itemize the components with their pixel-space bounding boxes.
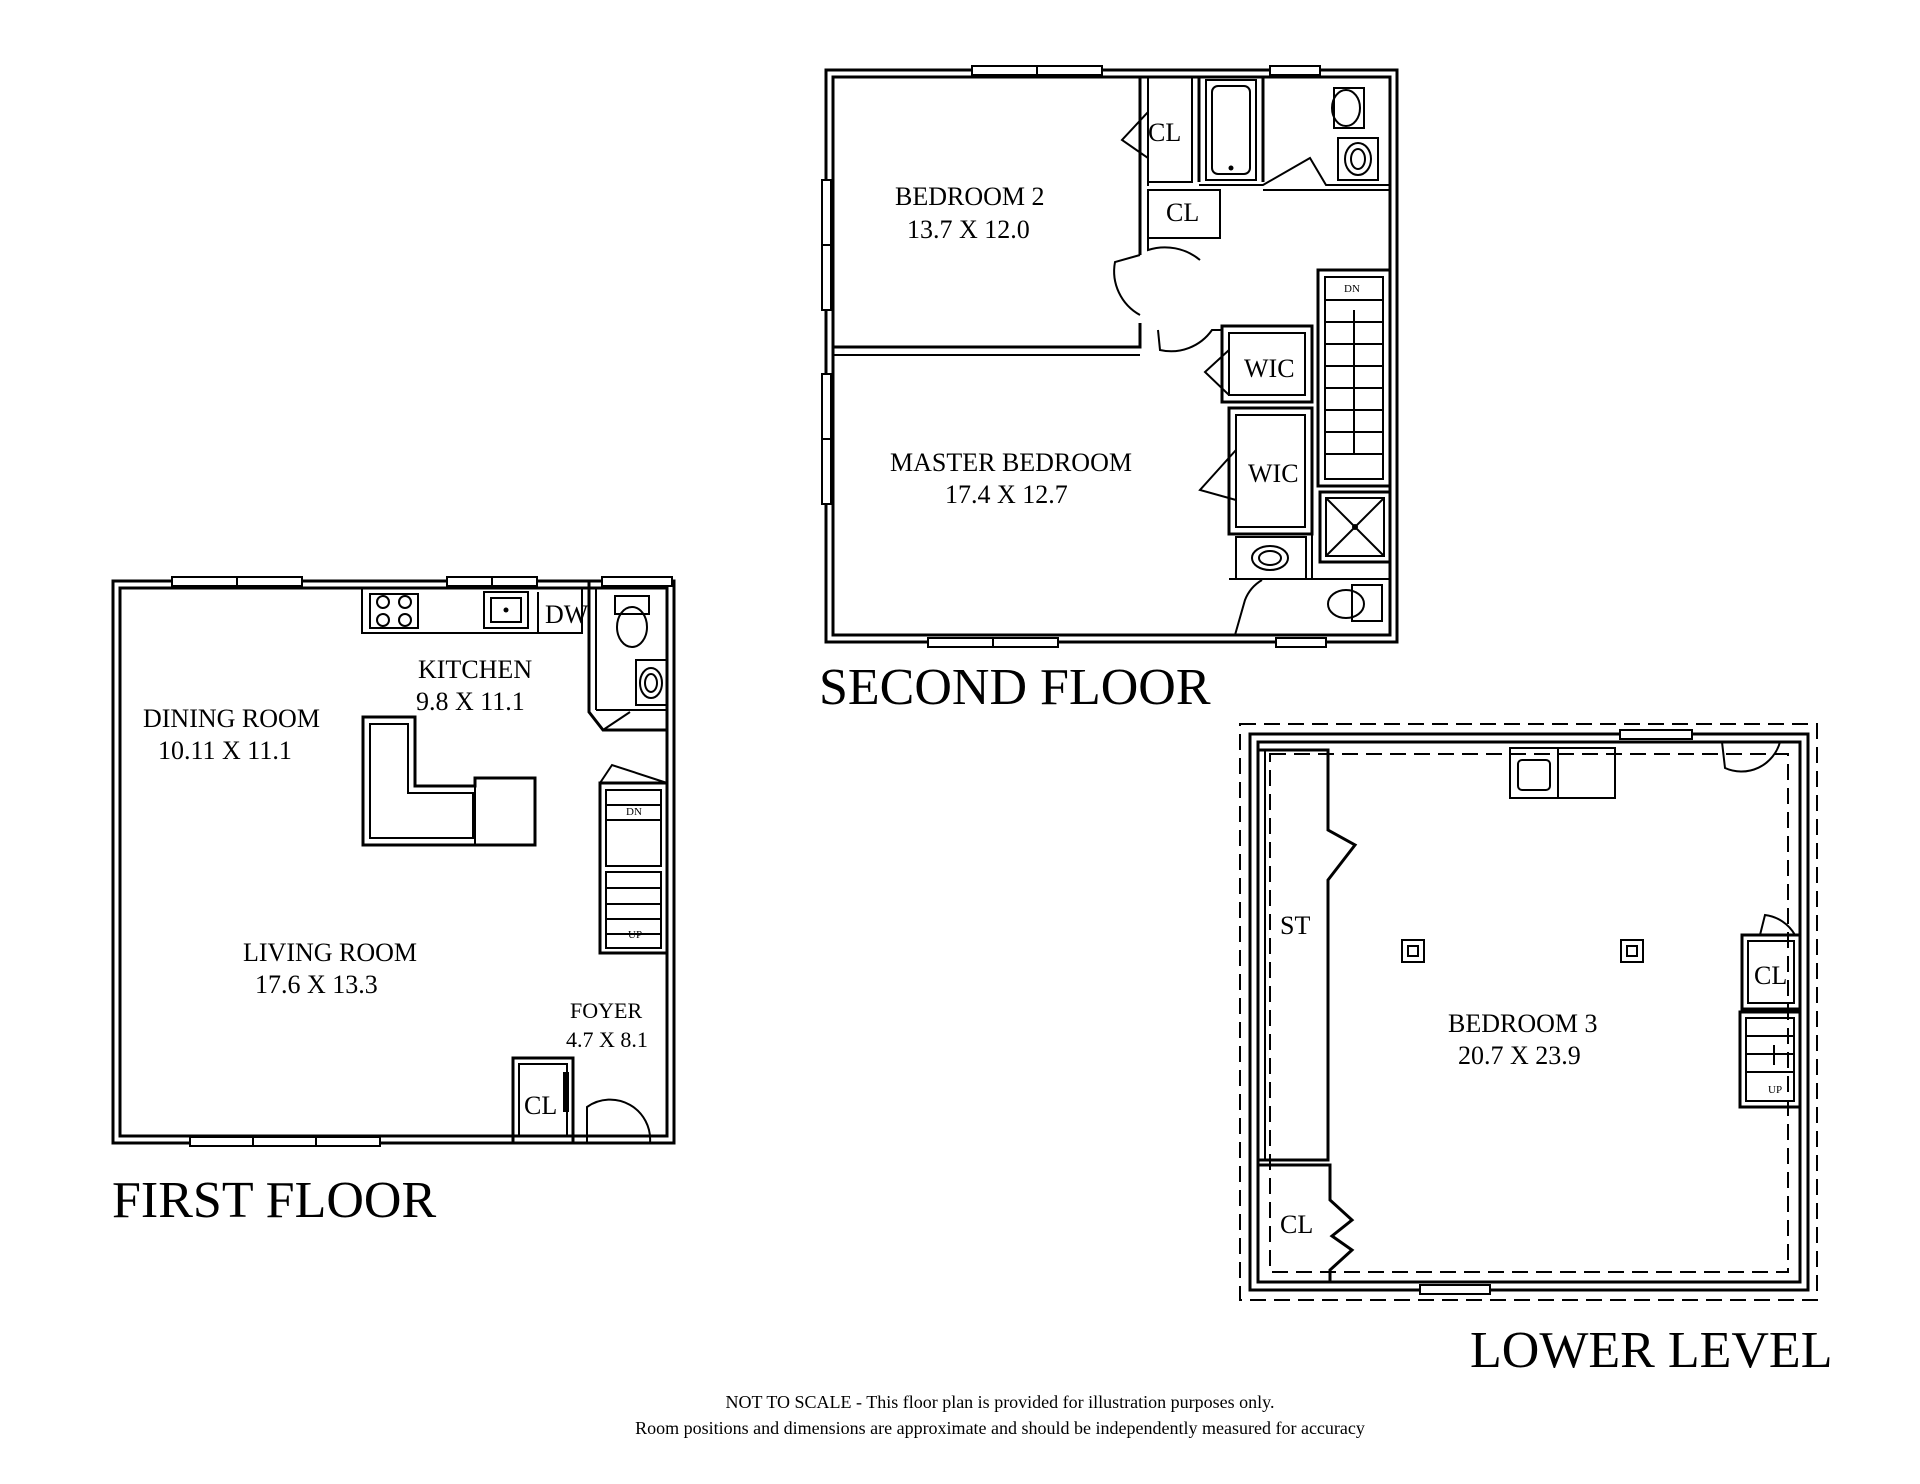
window — [1275, 637, 1327, 648]
kitchen-sink-icon — [483, 591, 529, 629]
lower-level-exterior-dashed — [1239, 723, 1818, 1301]
lower-level-stairs — [1738, 1010, 1802, 1109]
wic-a-label: WIC — [1244, 354, 1295, 383]
master-bedroom-name: MASTER BEDROOM — [890, 448, 1132, 477]
dining-room-dims: 10.11 X 11.1 — [158, 736, 292, 765]
laundry-sink-icon — [1517, 759, 1551, 791]
lower-level-title: LOWER LEVEL — [1470, 1322, 1832, 1379]
window — [1269, 65, 1321, 76]
bath-sink-icon — [635, 659, 668, 706]
bath-sink-icon — [1337, 137, 1379, 181]
stair-down-label: DN — [1344, 283, 1360, 295]
stair-up-label: UP — [1768, 1084, 1782, 1096]
kitchen-name: KITCHEN — [418, 655, 532, 684]
bedroom2-wall — [833, 323, 1142, 349]
bedroom3-dims: 20.7 X 23.9 — [1458, 1041, 1581, 1070]
first-floor-bath-wall — [587, 581, 667, 732]
second-floor-outer-wall — [824, 68, 1399, 644]
walk-in-closet — [1227, 406, 1314, 536]
disclaimer-line-2: Room positions and dimensions are approx… — [635, 1418, 1365, 1438]
second-floor-closet-b-label: CL — [1166, 198, 1199, 227]
walk-in-closet — [1220, 324, 1314, 404]
first-floor-inner-wall — [118, 586, 669, 1138]
bedroom2-closet — [1147, 76, 1193, 183]
kitchen-island — [361, 715, 537, 847]
shower-icon — [1318, 490, 1392, 564]
support-post-icon — [1401, 939, 1425, 963]
toilet-icon — [1333, 87, 1365, 129]
kitchen-counter — [361, 587, 583, 634]
master-bedroom-door — [1157, 329, 1222, 353]
bedroom3-name: BEDROOM 3 — [1448, 1009, 1598, 1038]
second-floor-plan: CL CL DN — [819, 65, 1399, 716]
first-floor-outer-wall — [111, 579, 676, 1145]
lower-closet-left — [1258, 1163, 1355, 1282]
stair-treads — [1746, 1035, 1794, 1073]
toilet-icon — [1351, 584, 1383, 622]
kitchen-dims: 9.8 X 11.1 — [416, 687, 525, 716]
foyer-closet — [511, 1056, 575, 1145]
first-floor-title: FIRST FLOOR — [112, 1172, 436, 1229]
lower-closet-a-label: CL — [1280, 1210, 1313, 1239]
living-room-dims: 17.6 X 13.3 — [255, 970, 378, 999]
foyer-dims: 4.7 X 8.1 — [566, 1027, 648, 1052]
storage-room — [1258, 748, 1358, 1162]
disclaimer-line-1: NOT TO SCALE - This floor plan is provid… — [726, 1392, 1275, 1412]
laundry-counter — [1509, 747, 1616, 799]
bathtub-icon — [1205, 79, 1257, 181]
bedroom2-dims: 13.7 X 12.0 — [907, 215, 1030, 244]
bath-sink-icon — [1235, 536, 1307, 580]
first-floor-closet-label: CL — [524, 1091, 557, 1120]
first-floor-stairs — [598, 781, 669, 955]
lower-level-outer-wall — [1248, 732, 1810, 1292]
cooktop-icon — [369, 593, 419, 629]
second-floor-closet-a-label: CL — [1148, 118, 1181, 147]
window — [189, 1136, 381, 1147]
stair-treads — [606, 804, 661, 935]
front-door — [586, 1098, 652, 1144]
storage-label: ST — [1280, 911, 1310, 940]
master-bedroom-dims: 17.4 X 12.7 — [945, 480, 1068, 509]
bedroom2-door — [1113, 254, 1141, 316]
living-room-name: LIVING ROOM — [243, 938, 417, 967]
egress-door — [1721, 741, 1781, 773]
bedroom2-name: BEDROOM 2 — [895, 182, 1045, 211]
window — [601, 576, 673, 587]
toilet-icon — [614, 595, 650, 615]
lower-closet-right — [1740, 933, 1802, 1011]
support-post-icon — [1620, 939, 1644, 963]
master-bath-door — [1234, 579, 1263, 636]
window — [1619, 729, 1693, 740]
second-floor-title: SECOND FLOOR — [819, 659, 1211, 716]
dishwasher-label: DW — [545, 600, 589, 629]
stair-treads — [1325, 299, 1383, 455]
first-floor-plan: DW DN UP CL — [111, 576, 676, 1229]
lower-closet-b-label: CL — [1754, 961, 1787, 990]
window — [1419, 1284, 1491, 1295]
stair-up-label: UP — [628, 929, 642, 941]
lower-level-plan: ST CL CL UP BEDROOM 3 20.7 X 23.9 LOWER … — [1239, 723, 1832, 1379]
stair-down-label: DN — [626, 806, 642, 818]
hall-closet — [1147, 189, 1221, 239]
second-floor-stairs — [1316, 268, 1392, 488]
dining-room-name: DINING ROOM — [143, 704, 320, 733]
foyer-name: FOYER — [570, 998, 642, 1023]
wic-b-label: WIC — [1248, 459, 1299, 488]
